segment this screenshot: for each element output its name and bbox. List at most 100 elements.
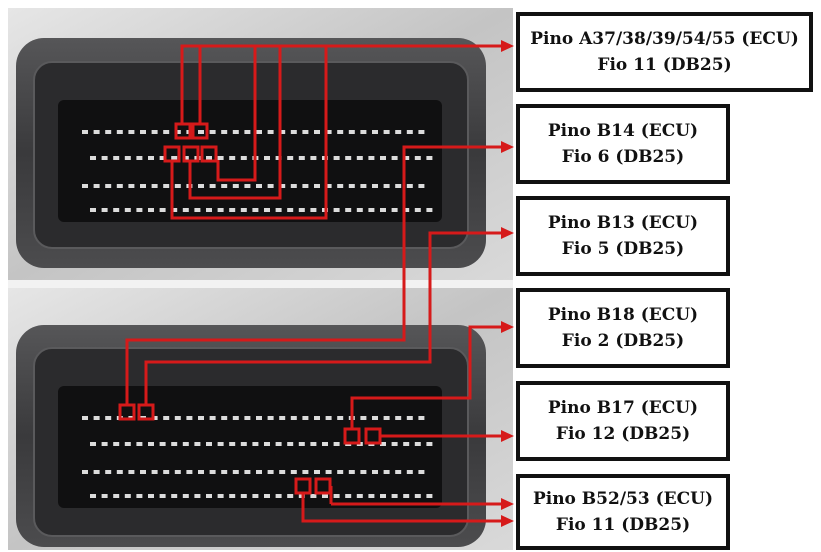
connector-pin [418, 416, 424, 420]
connector-pin [395, 130, 401, 134]
connector-pin [291, 416, 297, 420]
connector-pin [256, 470, 262, 474]
connector-pin [82, 470, 88, 474]
connector-pin [125, 494, 131, 498]
connector-pin [256, 184, 262, 188]
connector-pin [221, 184, 227, 188]
connector-pin [218, 156, 224, 160]
connector-pin [287, 442, 293, 446]
connector-pin [264, 494, 270, 498]
connector-pin [326, 416, 332, 420]
connector-pin [171, 442, 177, 446]
connector-pin [102, 494, 108, 498]
connector-pin [403, 442, 409, 446]
connector-pin [287, 494, 293, 498]
connector-pin [206, 494, 212, 498]
connector-pin [136, 494, 142, 498]
connector-pin [276, 208, 282, 212]
upper-connector [16, 38, 486, 268]
connector-pin [392, 494, 398, 498]
connector-pin [198, 184, 204, 188]
connector-pin [218, 442, 224, 446]
connector-pin [426, 156, 432, 160]
connector-pin [94, 470, 100, 474]
connector-pin [349, 130, 355, 134]
connector-pin [210, 416, 216, 420]
connector-pin [314, 416, 320, 420]
connector-pin [94, 130, 100, 134]
connector-pin [94, 184, 100, 188]
connector-pin [314, 130, 320, 134]
connector-pin [163, 470, 169, 474]
connector-pin [426, 208, 432, 212]
connector-pin [302, 470, 308, 474]
label-box-pin-a37-55: Pino A37/38/39/54/55 (ECU) Fio 11 (DB25) [516, 12, 813, 92]
label-pin-text: Pino A37/38/39/54/55 (ECU) [530, 26, 799, 52]
connector-pin [183, 208, 189, 212]
connector-pin [198, 416, 204, 420]
label-box-pin-b14: Pino B14 (ECU) Fio 6 (DB25) [516, 104, 730, 184]
connector-pin [105, 184, 111, 188]
connector-pin [291, 184, 297, 188]
connector-pin [90, 442, 96, 446]
connector-pin [407, 416, 413, 420]
connector-pin [105, 470, 111, 474]
connector-pin [82, 130, 88, 134]
connector-pin [334, 442, 340, 446]
connector-pin [310, 156, 316, 160]
connector-pin [229, 442, 235, 446]
connector-pin [152, 184, 158, 188]
connector-pin [102, 208, 108, 212]
connector-pin [244, 184, 250, 188]
label-pin-text: Pino B17 (ECU) [548, 395, 698, 421]
label-wire-text: Fio 6 (DB25) [562, 144, 684, 170]
connector-pin [415, 442, 421, 446]
connector-pin [229, 156, 235, 160]
connector-pin [334, 494, 340, 498]
connector-pin [299, 442, 305, 446]
connector-pin [102, 442, 108, 446]
connector-pin [171, 156, 177, 160]
connector-pin [102, 156, 108, 160]
connector-pin [287, 156, 293, 160]
connector-pin [125, 156, 131, 160]
connector-pin [360, 130, 366, 134]
connector-pin [276, 442, 282, 446]
connector-pin [418, 184, 424, 188]
connector-pin [241, 156, 247, 160]
connector-pin [113, 494, 119, 498]
connector-pin [148, 156, 154, 160]
connector-pin [337, 130, 343, 134]
connector-pin [90, 156, 96, 160]
label-pin-text: Pino B14 (ECU) [548, 118, 698, 144]
connector-pin [279, 416, 285, 420]
connector-pin [171, 494, 177, 498]
connector-pin [345, 156, 351, 160]
connector-pin [175, 470, 181, 474]
connector-pin [279, 470, 285, 474]
connector-pin [314, 184, 320, 188]
connector-pin [415, 208, 421, 212]
label-pin-text: Pino B52/53 (ECU) [533, 486, 713, 512]
connector-pin [160, 494, 166, 498]
connector-pin [392, 442, 398, 446]
connector-pin [256, 416, 262, 420]
connector-pin [175, 416, 181, 420]
connector-pin [380, 156, 386, 160]
connector-pin [357, 494, 363, 498]
label-box-pin-b13: Pino B13 (ECU) Fio 5 (DB25) [516, 196, 730, 276]
connector-pin [372, 470, 378, 474]
connector-pin [299, 208, 305, 212]
connector-pin [322, 494, 328, 498]
label-wire-text: Fio 5 (DB25) [562, 236, 684, 262]
connector-pin [426, 494, 432, 498]
connector-pin [113, 442, 119, 446]
connector-pin [268, 470, 274, 474]
connector-pin [291, 470, 297, 474]
label-wire-text: Fio 11 (DB25) [556, 512, 690, 538]
connector-pin [276, 494, 282, 498]
connector-pin [82, 416, 88, 420]
connector-pin [244, 130, 250, 134]
connector-pin [337, 470, 343, 474]
